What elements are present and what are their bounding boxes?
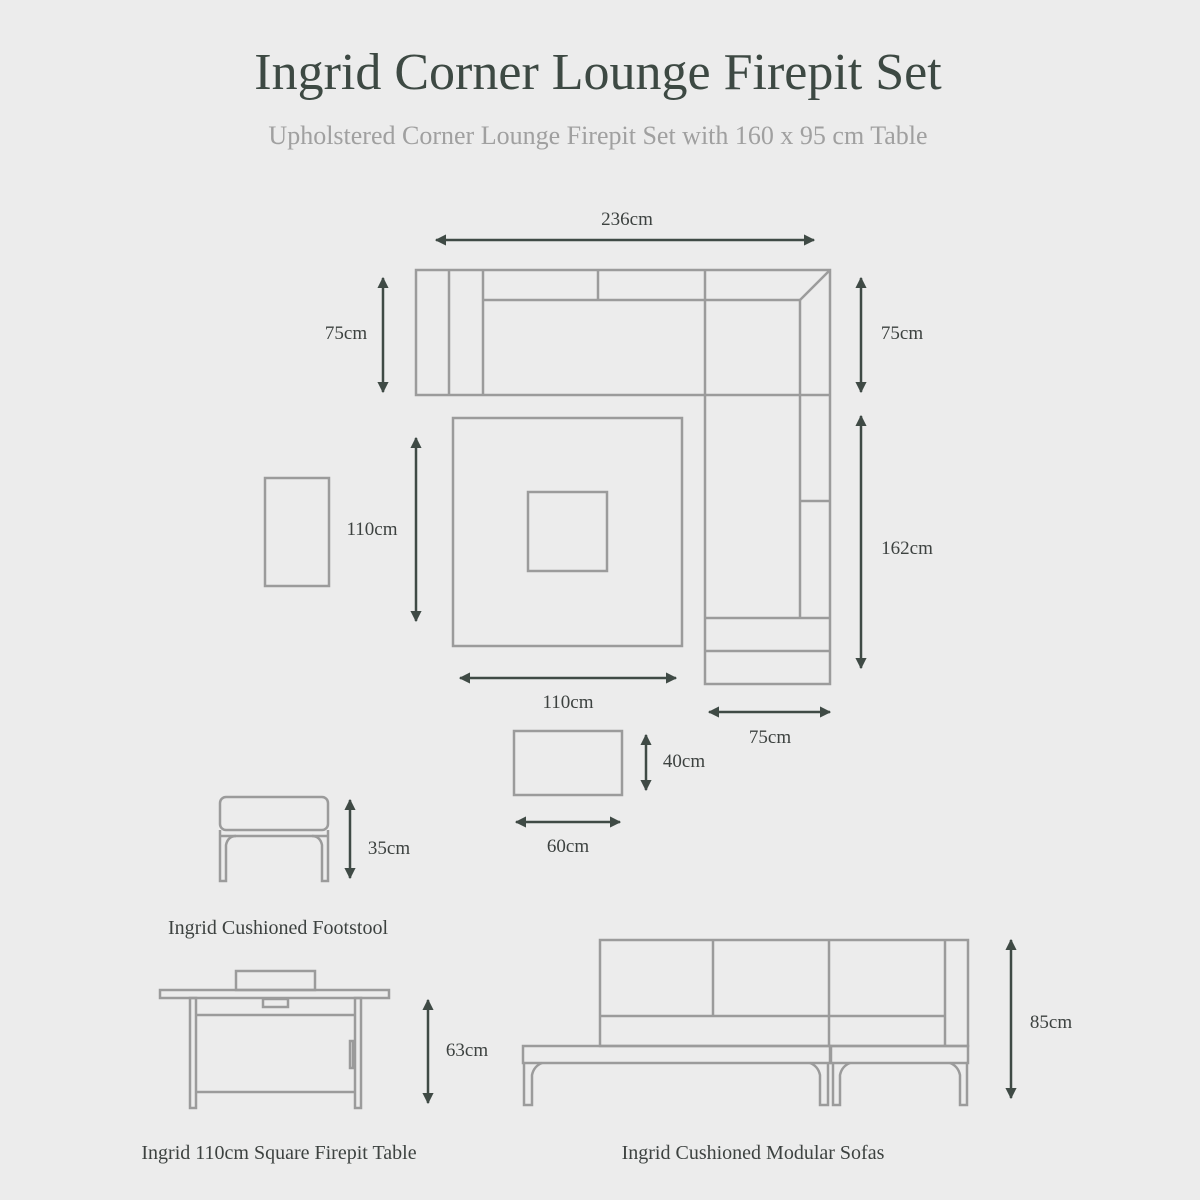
dim-chaise-width: 75cm <box>749 727 791 748</box>
dim-footstool-depth: 40cm <box>663 751 705 772</box>
dim-right-depth: 75cm <box>881 323 923 344</box>
dim-left-depth: 75cm <box>325 323 367 344</box>
page-subtitle: Upholstered Corner Lounge Firepit Set wi… <box>268 121 927 150</box>
dim-table-depth: 110cm <box>346 519 397 540</box>
dim-right-length: 162cm <box>881 538 933 559</box>
dim-table-width: 110cm <box>542 692 593 713</box>
dim-footstool-width: 60cm <box>547 836 589 857</box>
side-table-top-view <box>263 476 331 588</box>
dim-sofa-height: 85cm <box>1030 1012 1072 1033</box>
corner-sofa-top-view <box>414 268 832 686</box>
footstool-side-view <box>218 795 330 883</box>
modular-sofas-side-view <box>521 938 970 1107</box>
footstool-top-view <box>512 729 624 797</box>
firepit-table-side-view <box>158 969 391 1110</box>
dim-footstool-height: 35cm <box>368 838 410 859</box>
page-title: Ingrid Corner Lounge Firepit Set <box>254 44 942 101</box>
caption-table: Ingrid 110cm Square Firepit Table <box>141 1142 416 1164</box>
caption-sofas: Ingrid Cushioned Modular Sofas <box>622 1142 885 1164</box>
caption-footstool: Ingrid Cushioned Footstool <box>168 917 388 939</box>
dimension-arrows <box>344 234 1017 1105</box>
dim-overall-width: 236cm <box>601 209 653 230</box>
dim-table-height: 63cm <box>446 1040 488 1061</box>
firepit-table-top-view <box>451 416 684 648</box>
